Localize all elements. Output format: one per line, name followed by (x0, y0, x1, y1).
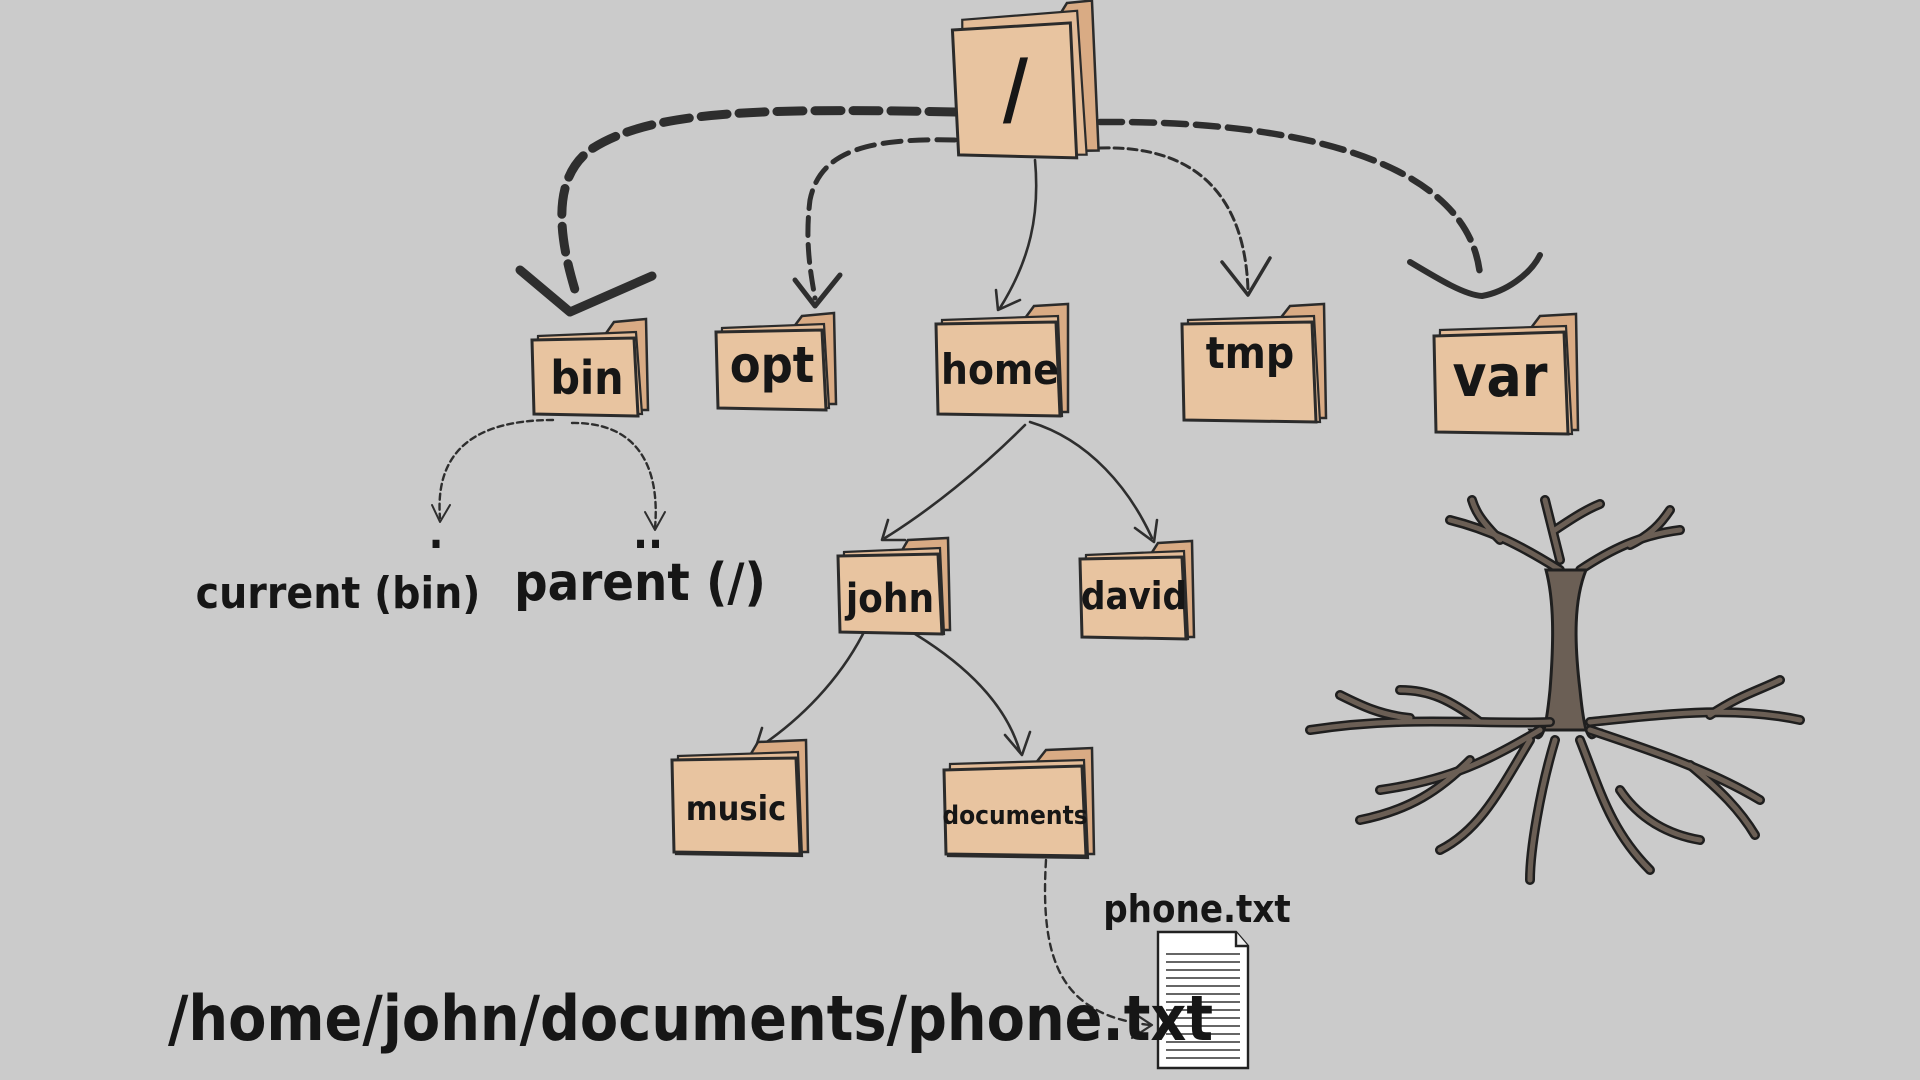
edge-documents-file-arrowhead (1130, 1010, 1154, 1040)
edge-root-tmp-arrowhead (1220, 256, 1272, 297)
parent-symbol: .. (633, 508, 663, 559)
edge-root-var-arrowhead (1407, 252, 1543, 299)
folder-music: music (670, 738, 810, 858)
edge-root-home-arrowhead (994, 288, 1022, 312)
current-symbol: . (428, 508, 443, 559)
folder-bin: bin (530, 317, 650, 418)
folder-label-documents: documents (942, 801, 1087, 831)
edge-root-opt-arrowhead (792, 272, 843, 309)
folder-home: home (934, 302, 1070, 418)
folder-icon (714, 311, 838, 412)
edge-home-david-arrowhead (1133, 518, 1159, 544)
edge-root-bin-arrowhead (515, 265, 657, 317)
folder-label-bin: bin (550, 351, 623, 405)
edge-home-john (883, 423, 1027, 540)
folder-icon (942, 746, 1096, 860)
folder-label-music: music (686, 789, 786, 829)
edge-root-home (998, 158, 1038, 310)
folder-root: / (950, 0, 1100, 160)
edge-bin-current (438, 418, 555, 520)
folder-label-david: david (1081, 574, 1187, 618)
folder-label-opt: opt (730, 336, 815, 394)
folder-icon (836, 536, 952, 636)
full-path: /home/john/documents/phone.txt (168, 982, 1213, 1055)
folder-icon (934, 302, 1070, 418)
folder-label-var: var (1453, 342, 1548, 410)
folder-icon (1432, 312, 1580, 436)
folder-icon (670, 738, 810, 858)
folder-documents: documents (942, 746, 1096, 860)
folder-var: var (1432, 312, 1580, 436)
edge-john-documents-arrowhead (1003, 730, 1032, 757)
file-name: phone.txt (1103, 887, 1291, 931)
folder-icon (950, 0, 1100, 160)
folder-icon (530, 317, 650, 418)
folder-tmp: tmp (1180, 302, 1328, 424)
folder-icon (1078, 539, 1196, 641)
tree-icon (1305, 495, 1805, 885)
edge-root-bin (557, 106, 960, 295)
edge-bin-parent-arrowhead (644, 511, 666, 531)
connectors (431, 106, 1543, 1040)
folder-david: david (1078, 539, 1196, 641)
edge-home-john-arrowhead (880, 518, 907, 542)
edge-john-music (756, 628, 867, 750)
special-current: . current (bin) (196, 508, 481, 619)
document-icon (1156, 930, 1250, 1070)
folder-label-tmp: tmp (1206, 328, 1295, 379)
folder-label-root: / (1002, 42, 1031, 135)
edge-root-opt (805, 137, 958, 301)
folder-john: john (836, 536, 952, 636)
edge-documents-file (1043, 858, 1152, 1027)
special-parent: .. parent (/) (514, 508, 766, 613)
edge-john-documents (903, 626, 1022, 754)
folder-opt: opt (714, 311, 838, 412)
folder-label-john: john (844, 576, 934, 622)
parent-label: parent (/) (514, 553, 766, 613)
edge-bin-parent (570, 421, 657, 530)
current-label: current (bin) (196, 568, 481, 619)
edge-bin-current-arrowhead (431, 504, 451, 523)
file-phone: phone.txt (1103, 887, 1291, 1070)
edge-root-var (1096, 118, 1484, 279)
edge-root-tmp (1098, 146, 1250, 292)
folder-label-home: home (941, 345, 1059, 394)
edge-home-david (1028, 420, 1154, 540)
folder-icon (1180, 302, 1328, 424)
